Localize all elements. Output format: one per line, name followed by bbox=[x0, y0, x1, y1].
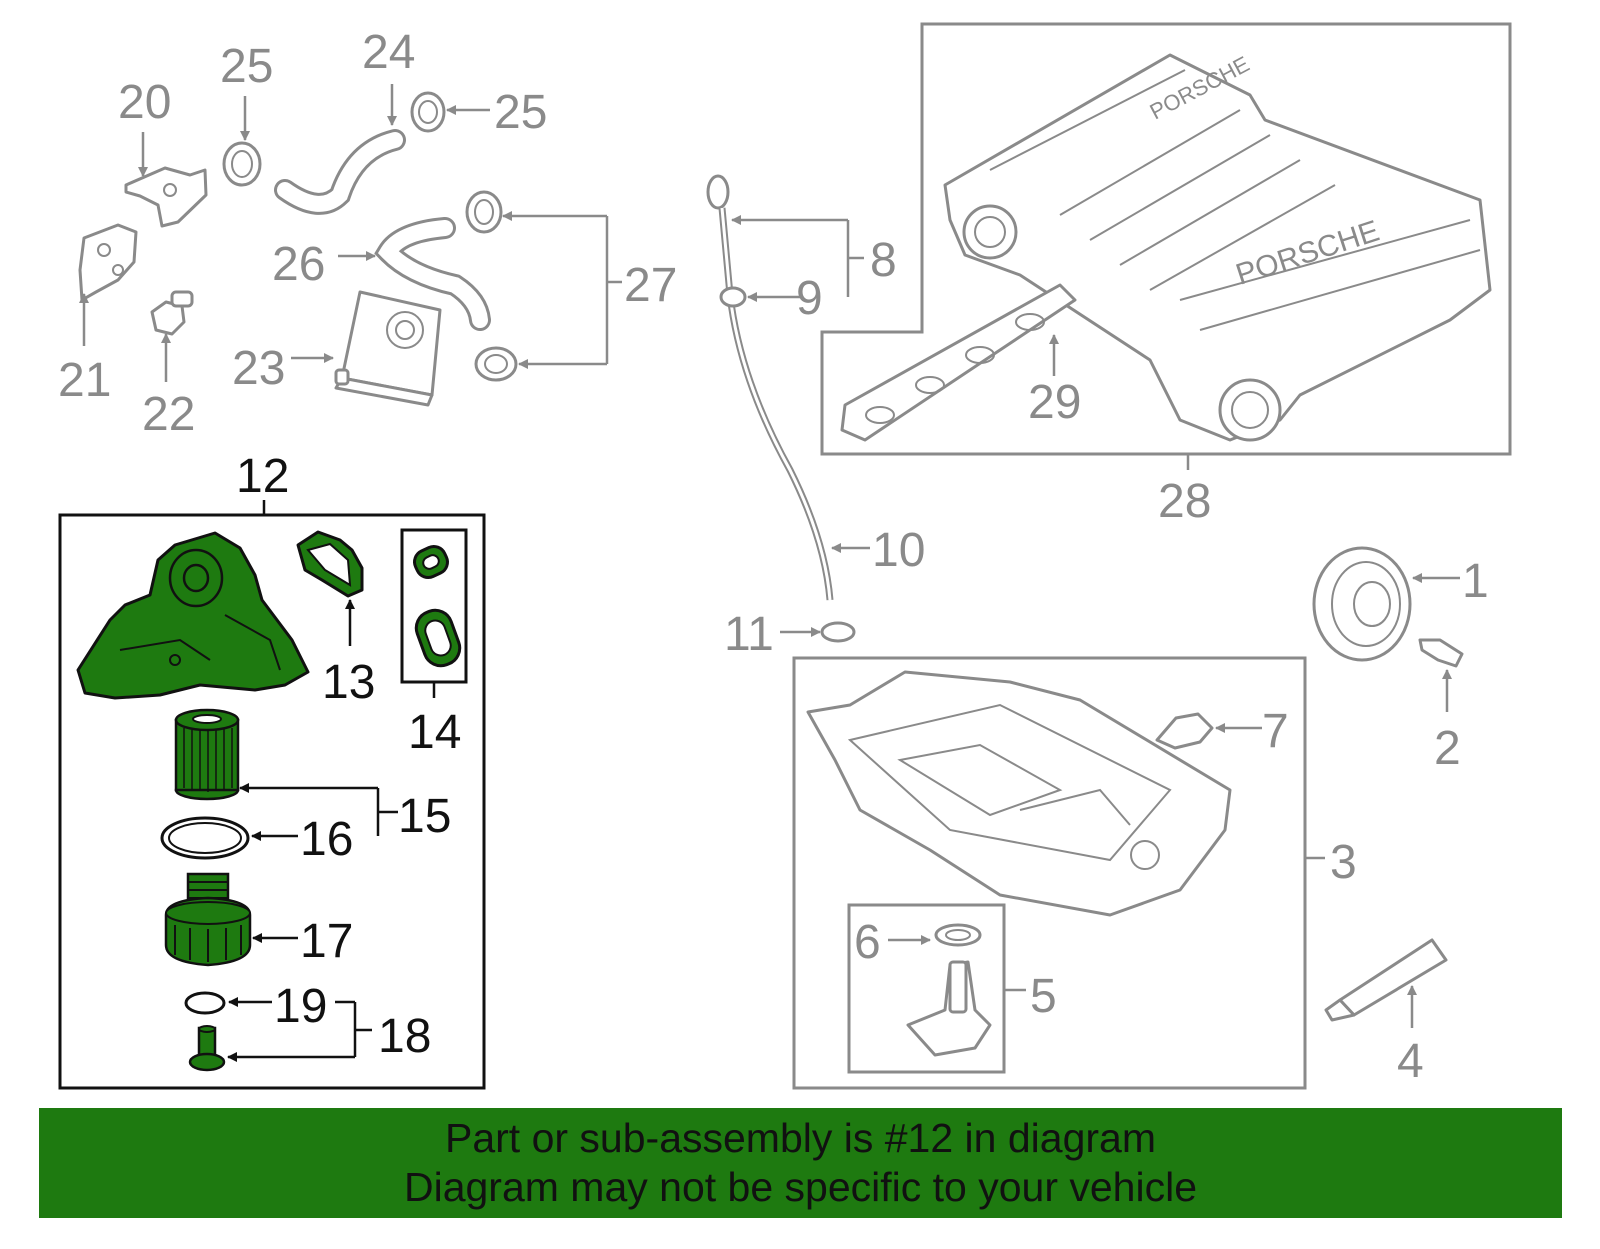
gray-callouts: 1 2 3 4 5 6 7 8 9 10 11 20 21 22 23 24 2… bbox=[58, 26, 1489, 1088]
callout-24[interactable]: 24 bbox=[362, 26, 415, 79]
callout-21[interactable]: 21 bbox=[58, 354, 111, 407]
callout-9[interactable]: 9 bbox=[796, 272, 823, 325]
banner-line-2: Diagram may not be specific to your vehi… bbox=[403, 1164, 1197, 1210]
manifold-group-frame bbox=[820, 22, 1512, 456]
callout-12[interactable]: 12 bbox=[236, 450, 289, 503]
callout-22[interactable]: 22 bbox=[142, 388, 195, 441]
callout-11[interactable]: 11 bbox=[724, 608, 774, 661]
level-sensor-part-5[interactable] bbox=[906, 960, 992, 1057]
bolt-part-2[interactable] bbox=[1418, 638, 1464, 668]
info-banner: Part or sub-assembly is #12 in diagram D… bbox=[39, 1108, 1562, 1218]
callout-29[interactable]: 29 bbox=[1028, 376, 1081, 429]
hose-part-26[interactable] bbox=[374, 217, 491, 331]
callout-4[interactable]: 4 bbox=[1397, 1035, 1424, 1088]
callout-15[interactable]: 15 bbox=[398, 790, 451, 843]
callout-23[interactable]: 23 bbox=[232, 342, 285, 395]
black-callouts: 12 13 14 15 16 17 18 19 bbox=[236, 450, 461, 1063]
oil-cooler-part-23[interactable] bbox=[334, 290, 442, 407]
callout-14[interactable]: 14 bbox=[408, 706, 461, 759]
callout-10[interactable]: 10 bbox=[872, 524, 925, 577]
gasket-part-29[interactable] bbox=[840, 283, 1077, 442]
bracket-part-21[interactable] bbox=[78, 223, 138, 302]
bracket-part-20[interactable] bbox=[124, 166, 208, 228]
oil-filter-element-part[interactable] bbox=[174, 708, 240, 801]
oil-pan-group-frame bbox=[792, 656, 1307, 1090]
callout-5[interactable]: 5 bbox=[1030, 970, 1057, 1023]
dipstick-part-8[interactable] bbox=[706, 174, 834, 601]
oil-filter-housing-part[interactable] bbox=[76, 531, 310, 700]
callout-8[interactable]: 8 bbox=[870, 234, 897, 287]
oring-part-11[interactable] bbox=[820, 621, 856, 643]
callout-20[interactable]: 20 bbox=[118, 76, 171, 129]
drain-plug-part[interactable] bbox=[188, 1025, 226, 1072]
callout-7[interactable]: 7 bbox=[1262, 705, 1289, 758]
callout-25-left[interactable]: 25 bbox=[220, 40, 273, 93]
seal-part-9[interactable] bbox=[719, 286, 747, 308]
callout-19[interactable]: 19 bbox=[274, 980, 327, 1033]
hose-part-24[interactable] bbox=[274, 129, 406, 215]
seal-part-6[interactable] bbox=[934, 923, 982, 947]
callout-28[interactable]: 28 bbox=[1158, 475, 1211, 528]
sealant-tube-part-4[interactable] bbox=[1324, 938, 1448, 1022]
callout-25-right[interactable]: 25 bbox=[494, 86, 547, 139]
black-leader-lines bbox=[227, 500, 436, 1062]
seal-part-14-bottom[interactable] bbox=[412, 606, 465, 671]
seal-part-14-top[interactable] bbox=[411, 543, 452, 582]
callout-26[interactable]: 26 bbox=[272, 238, 325, 291]
callout-2[interactable]: 2 bbox=[1434, 722, 1461, 775]
callout-6[interactable]: 6 bbox=[854, 916, 881, 969]
gasket-part-13[interactable] bbox=[296, 530, 364, 598]
callout-3[interactable]: 3 bbox=[1330, 836, 1357, 889]
oring-part-19[interactable] bbox=[184, 991, 226, 1015]
intake-manifold-part[interactable]: PORSCHE PORSCHE bbox=[943, 51, 1492, 442]
sensor-part-7[interactable] bbox=[1155, 712, 1214, 750]
sub-assembly-12-frame bbox=[58, 513, 486, 1090]
filter-cap-part-17[interactable] bbox=[164, 872, 252, 967]
oil-pan-part-3[interactable] bbox=[806, 670, 1232, 917]
callout-27[interactable]: 27 bbox=[624, 259, 677, 312]
banner-line-1: Part or sub-assembly is #12 in diagram bbox=[445, 1115, 1156, 1161]
callout-18[interactable]: 18 bbox=[378, 1010, 431, 1063]
pulley-part-1[interactable] bbox=[1312, 546, 1412, 662]
callout-1[interactable]: 1 bbox=[1462, 555, 1489, 608]
clamp-part-27-top[interactable] bbox=[465, 190, 503, 234]
clamp-part-27-bottom[interactable] bbox=[474, 346, 518, 382]
level-sensor-group-frame bbox=[847, 903, 1006, 1074]
clamp-part-25-left[interactable] bbox=[222, 141, 262, 187]
callout-13[interactable]: 13 bbox=[322, 656, 375, 709]
oring-part-16[interactable] bbox=[160, 816, 250, 860]
gray-leader-lines bbox=[79, 84, 1460, 1028]
sensor-part-22[interactable] bbox=[150, 290, 194, 336]
clamp-part-25-right[interactable] bbox=[410, 91, 446, 133]
callout-16[interactable]: 16 bbox=[300, 813, 353, 866]
callout-17[interactable]: 17 bbox=[300, 915, 353, 968]
